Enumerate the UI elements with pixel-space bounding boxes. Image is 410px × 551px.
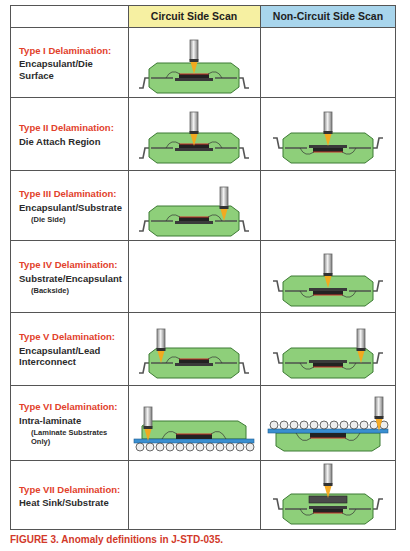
transducer (357, 329, 366, 363)
package-flipped (273, 494, 383, 524)
table-ground (10, 5, 396, 530)
transducer (324, 112, 333, 146)
interface-name: Heat Sink/Substrate (19, 497, 109, 508)
interface-name: Encapsulant/Die Surface (19, 58, 122, 81)
delamination-type: Type II Delamination: (19, 122, 114, 133)
table-cell: Type II Delamination: Die Attach Region (11, 98, 128, 170)
package-flipped (273, 348, 383, 378)
delamination-type: Type VII Delamination: (19, 484, 120, 495)
header-ground (260, 5, 396, 27)
table-cell: Type V Delamination: Encapsulant/Lead Int… (11, 313, 128, 385)
bga-package-flipped (268, 421, 388, 451)
table-grid (10, 5, 396, 530)
transducer (157, 329, 166, 363)
header-ground (128, 5, 260, 27)
transducer (324, 464, 333, 498)
package (139, 206, 249, 236)
delamination-type: Type VI Delamination: (19, 401, 118, 412)
delamination-type: Type III Delamination: (19, 188, 116, 199)
table-cell: Type IV Delamination: Substrate/Encapsula… (11, 241, 128, 312)
table-cell: Type VI Delamination: Intra-laminate (Lami… (11, 386, 128, 460)
package (139, 348, 249, 378)
table-cell: Type VII Delamination: Heat Sink/Substrat… (11, 461, 128, 530)
table-cell: Type III Delamination: Encapsulant/Substr… (11, 171, 128, 240)
delamination-type: Type I Delamination: (19, 45, 111, 56)
interface-name: Die Attach Region (19, 136, 100, 147)
scope-note: (Die Side) (19, 215, 66, 224)
transducer (190, 40, 199, 74)
transducer (375, 397, 384, 431)
transducer (190, 112, 199, 146)
interface-name: Encapsulant/Substrate (19, 202, 122, 213)
transducer (220, 187, 229, 221)
table-cell: Circuit Side Scan (128, 5, 260, 27)
interface-name: Substrate/Encapsulant (19, 273, 122, 284)
column-header: Non-Circuit Side Scan (273, 10, 383, 23)
scope-note: (Laminate Substrates Only) (19, 428, 122, 446)
scope-note: (Backside) (19, 286, 69, 295)
table-cell: Type I Delamination: Encapsulant/Die Surf… (11, 28, 128, 97)
transducer (144, 407, 153, 441)
delamination-type: Type IV Delamination: (19, 259, 118, 270)
interface-name: Encapsulant/Lead Interconnect (19, 345, 122, 368)
interface-name: Intra-laminate (19, 415, 81, 426)
transducer (324, 254, 333, 288)
column-header: Circuit Side Scan (151, 10, 237, 23)
delamination-type: Type V Delamination: (19, 331, 115, 342)
figure-caption: FIGURE 3. Anomaly definitions in J-STD-0… (10, 534, 402, 546)
table-cell: Non-Circuit Side Scan (260, 5, 396, 27)
